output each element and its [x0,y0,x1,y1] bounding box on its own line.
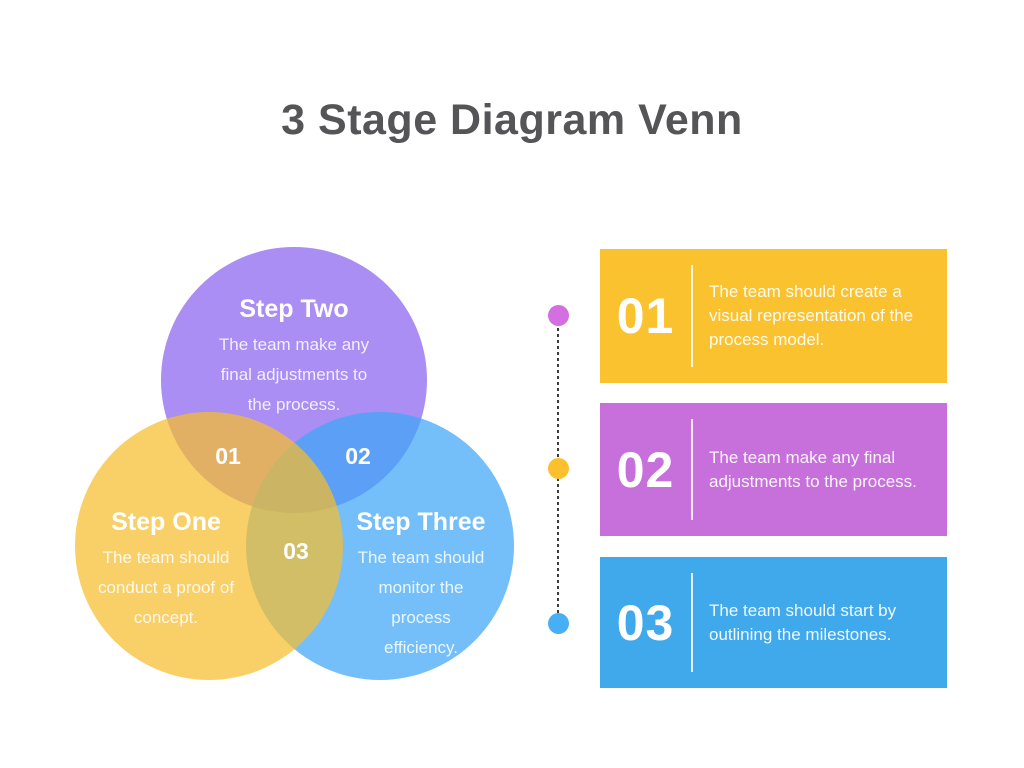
step-two-title: Step Two [239,295,349,323]
step-one-text-block: Step One The team should conduct a proof… [66,508,266,633]
step-one-title: Step One [111,508,221,536]
intersection-label-02: 02 [345,443,371,469]
step-three-title: Step Three [356,508,486,536]
card-02-description: The team make any final adjustments to t… [709,447,917,491]
step-two-text-block: Step Two The team make any final adjustm… [194,295,394,420]
step-one-description: The team should conduct a proof of conce… [97,548,235,627]
card-01-divider [691,265,693,367]
step-card-03: 03 The team should start by outlining th… [600,557,947,688]
intersection-label-01: 01 [215,443,241,469]
step-card-02: 02 The team make any final adjustments t… [600,403,947,536]
step-three-description: The team should monitor the process effi… [357,548,485,657]
card-03-divider [691,573,693,672]
card-02-divider [691,419,693,520]
page-title: 3 Stage Diagram Venn [281,96,743,144]
card-03-description: The team should start by outlining the m… [709,600,897,644]
card-01-description: The team should create a visual represen… [709,282,914,349]
venn-circle-step-one [75,412,343,680]
step-three-text-block: Step Three The team should monitor the p… [321,508,521,663]
timeline-dot-2 [548,458,569,479]
step-two-description: The team make any final adjustments to t… [218,335,370,414]
timeline-dot-1 [548,305,569,326]
card-03-number: 03 [616,594,675,651]
venn-diagram: Step Two The team make any final adjustm… [66,247,521,680]
card-02-number: 02 [616,441,675,498]
timeline-dot-3 [548,613,569,634]
intersection-label-03: 03 [283,538,309,564]
step-card-01: 01 The team should create a visual repre… [600,249,947,383]
card-01-number: 01 [616,288,675,344]
